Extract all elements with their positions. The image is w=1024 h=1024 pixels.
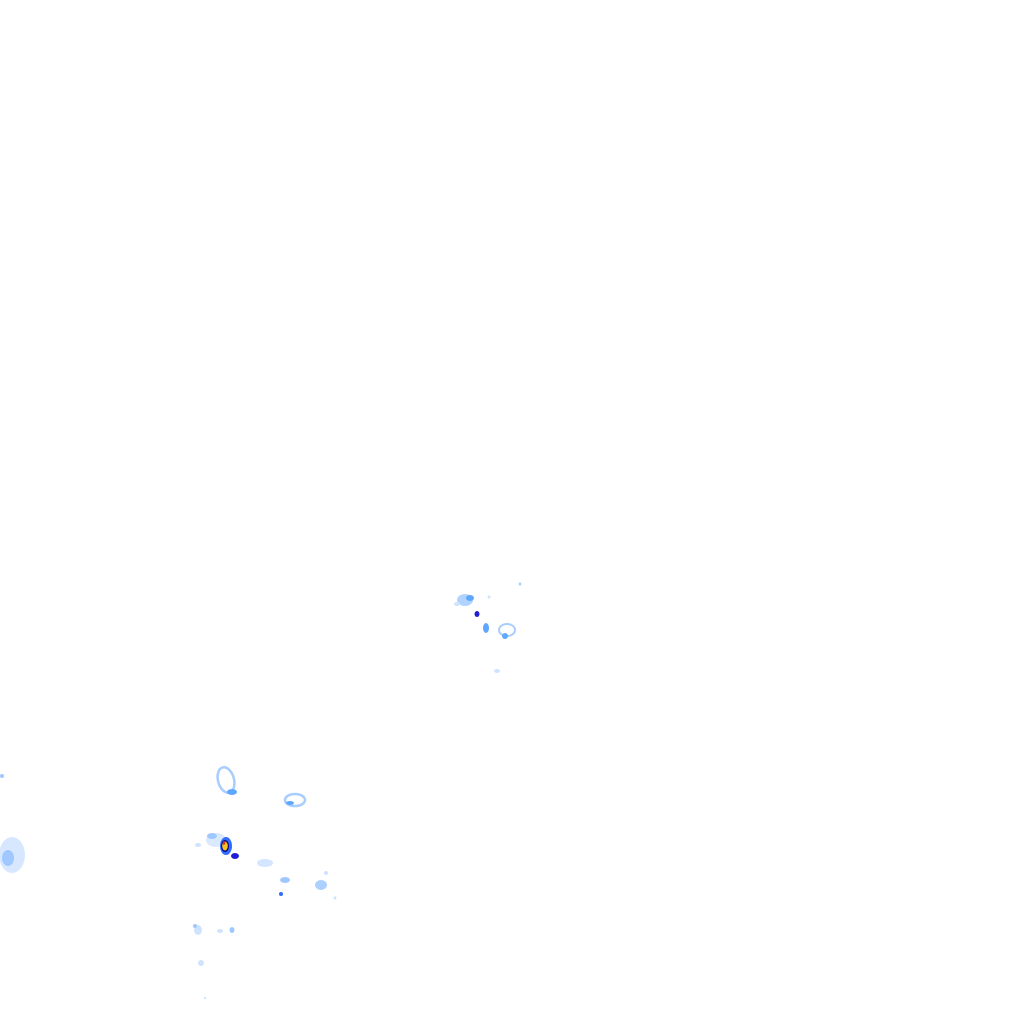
rain-cell [203, 996, 207, 1000]
rain-cell [198, 960, 204, 966]
rain-cell [518, 582, 522, 586]
rain-cell [333, 896, 337, 900]
rain-cell [0, 774, 4, 778]
rain-cell [231, 853, 239, 859]
rain-cell [257, 859, 273, 867]
rain-cell [279, 892, 283, 896]
rain-cell [483, 623, 489, 633]
rain-cell [193, 924, 197, 928]
rain-cell [207, 833, 217, 839]
rain-cell [229, 927, 235, 933]
rain-cell [227, 789, 237, 795]
rain-cell [466, 595, 474, 601]
rain-cell [502, 633, 508, 639]
rain-cell [474, 611, 480, 617]
rain-cell [222, 841, 226, 845]
rain-cell [487, 595, 491, 599]
rain-cell [217, 929, 223, 933]
rain-cell [195, 843, 201, 847]
rain-cell [494, 669, 500, 673]
rain-cell [286, 801, 294, 805]
rain-cell [324, 871, 328, 875]
rain-cell [280, 877, 290, 883]
rain-cell [283, 792, 307, 808]
rain-cell [454, 602, 460, 606]
rain-cell [2, 850, 14, 866]
rain-cell [315, 880, 327, 890]
